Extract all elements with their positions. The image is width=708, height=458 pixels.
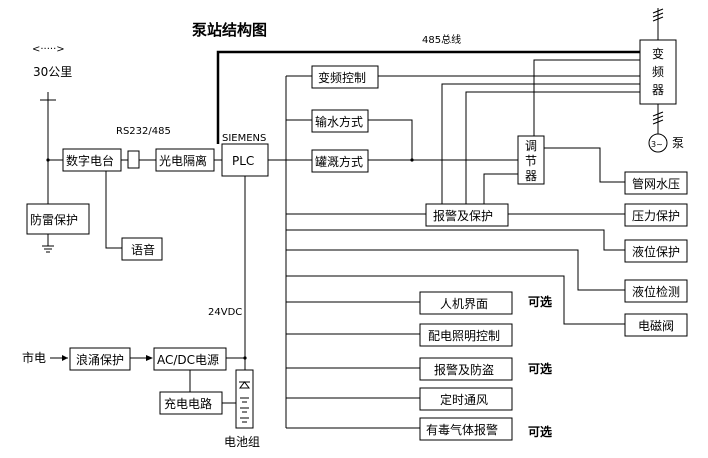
lightning-protection-label: 防雷保护 (30, 212, 78, 227)
hmi-box (419, 291, 513, 315)
power-input-icon (652, 8, 664, 40)
voice-box (121, 237, 163, 261)
pressure-protection-label: 压力保护 (632, 209, 680, 223)
vfd-char-2: 频 (652, 65, 664, 79)
hmi-label: 人机界面 (440, 297, 488, 311)
vfd-control-label: 变频控制 (318, 70, 366, 85)
solenoid-valve-box (624, 313, 688, 337)
optional-tag-2: 可选 (528, 361, 552, 376)
surge-protection-label: 浪涌保护 (76, 352, 124, 367)
rs232-label: RS232/485 (116, 126, 171, 137)
serial-connector (127, 150, 140, 169)
motor-icon: 3~ (648, 104, 668, 153)
alarm-protection-label: 报警及保护 (433, 208, 493, 223)
toxic-gas-alarm-label: 有毒气体报警 (426, 422, 498, 437)
regulator-char-1: 调 (525, 139, 537, 153)
distance-label: 30公里 (33, 65, 72, 79)
siemens-label: SIEMENS (222, 133, 266, 144)
v24dc-label: 24VDC (208, 307, 242, 318)
vfd-char-3: 器 (652, 83, 664, 97)
toxic-gas-alarm-box (419, 417, 513, 441)
distance-arrow: <·····> (32, 44, 65, 55)
timed-ventilation-label: 定时通风 (440, 392, 488, 407)
pipe-pressure-label: 管网水压 (632, 176, 680, 191)
optional-tag-3: 可选 (528, 424, 552, 439)
regulator-char-3: 器 (525, 169, 537, 183)
diagram-title: 泵站结构图 (192, 21, 267, 39)
vfd-control-box (311, 65, 379, 89)
water-delivery-box (311, 109, 369, 133)
tank-mode-label: 罐溉方式 (315, 154, 363, 169)
lighting-control-box (419, 323, 513, 347)
regulator-box (517, 135, 545, 185)
timed-ventilation-box (419, 387, 513, 411)
regulator-char-2: 节 (525, 154, 537, 168)
level-protection-label: 液位保护 (632, 244, 680, 259)
surge-protection-box (69, 347, 131, 371)
level-protection-box (624, 239, 688, 263)
bus485-label: 485总线 (422, 33, 461, 46)
plc-label: PLC (232, 154, 254, 168)
optional-tag-1: 可选 (528, 294, 552, 309)
alarm-antitheft-box (419, 357, 513, 381)
vfd-box (639, 39, 677, 105)
level-detection-label: 液位检测 (632, 284, 680, 299)
motor-symbol: 3~ (651, 140, 663, 149)
charger-label: 充电电路 (164, 396, 212, 411)
vfd-char-1: 变 (652, 46, 664, 61)
lighting-control-label: 配电照明控制 (428, 329, 500, 343)
water-delivery-label: 输水方式 (315, 114, 363, 129)
optical-isolation-label: 光电隔离 (159, 153, 207, 168)
alarm-antitheft-label: 报警及防盗 (434, 362, 494, 377)
city-power-label: 市电 (22, 350, 46, 365)
level-detection-box (624, 279, 688, 303)
battery-pack-icon (235, 369, 254, 429)
lightning-protection-box (26, 203, 90, 235)
tank-mode-box (311, 149, 369, 173)
digital-radio-label: 数字电台 (66, 153, 114, 168)
pressure-protection-box (624, 203, 688, 227)
plc-box (221, 143, 269, 177)
ground-icon (42, 234, 54, 253)
battery-label: 电池组 (224, 435, 260, 449)
pipe-pressure-box (624, 171, 688, 195)
antenna-icon (40, 92, 56, 204)
voice-label: 语音 (131, 242, 155, 257)
acdc-power-label: AC/DC电源 (157, 353, 219, 367)
pump-label: 泵 (672, 136, 684, 150)
alarm-protection-box (425, 203, 509, 227)
solenoid-valve-label: 电磁阀 (638, 318, 674, 333)
